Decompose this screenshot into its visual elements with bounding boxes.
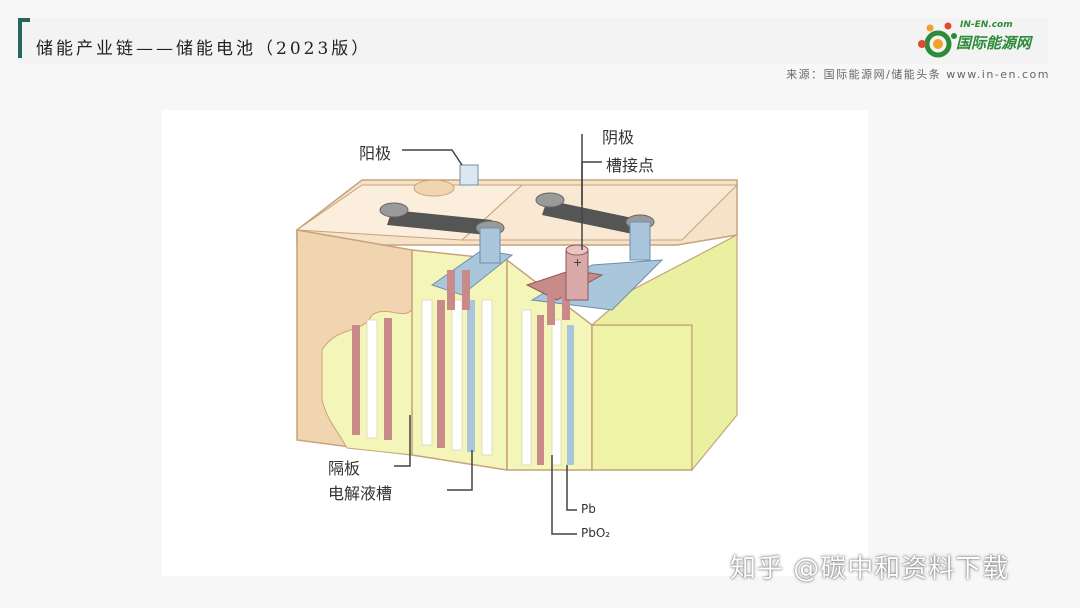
logo-name: 国际能源网 bbox=[956, 32, 1031, 53]
label-cathode: 阴极 bbox=[602, 124, 634, 148]
label-pbo2: PbO₂ bbox=[581, 526, 610, 540]
logo-icon bbox=[908, 18, 958, 64]
label-pb: Pb bbox=[581, 502, 596, 516]
source-note: 来源：国际能源网/储能头条 www.in-en.com bbox=[786, 66, 1050, 82]
watermark: 知乎 @碳中和资料下载 bbox=[730, 548, 1009, 585]
label-anode: 阳极 bbox=[359, 140, 391, 164]
page-title: 储能产业链——储能电池（2023版） bbox=[36, 34, 371, 59]
logo-brand: IN-EN.com bbox=[960, 20, 1013, 30]
lead-acid-battery-illustration: + bbox=[162, 110, 868, 576]
positive-terminal-sign: + bbox=[573, 256, 582, 269]
label-separator: 隔板 bbox=[328, 455, 360, 479]
label-electrolyte-tank: 电解液槽 bbox=[328, 480, 392, 504]
label-contact: 槽接点 bbox=[606, 152, 654, 176]
battery-diagram: + 阳极 阴极 槽接点 隔板 电解液槽 Pb PbO₂ bbox=[162, 110, 868, 576]
corner-accent bbox=[18, 18, 30, 58]
in-en-logo: IN-EN.com 国际能源网 bbox=[908, 18, 1058, 64]
